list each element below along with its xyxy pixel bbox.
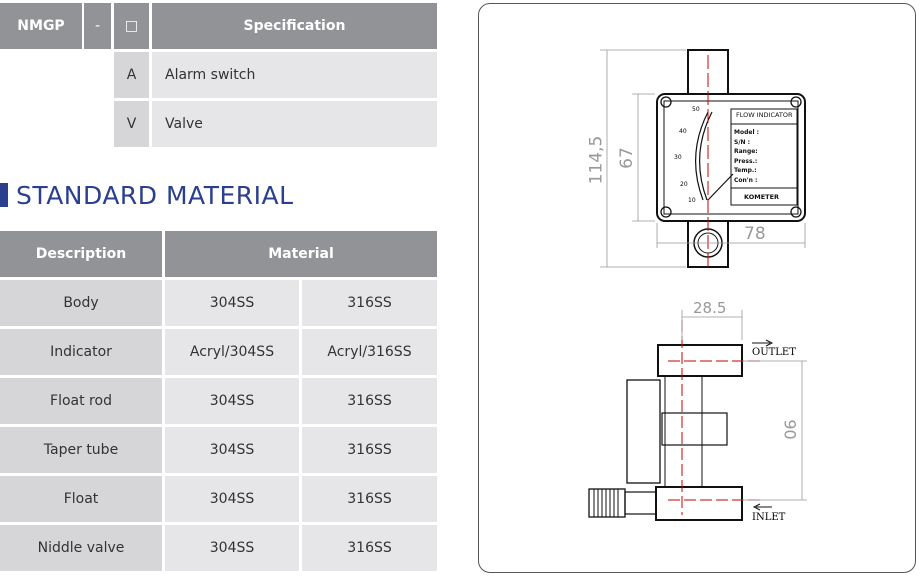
header-material: Material	[165, 231, 437, 277]
section-title-text: STANDARD MATERIAL	[16, 180, 294, 210]
header-option-box: □	[114, 3, 149, 49]
material-316-cell: 316SS	[302, 525, 437, 571]
material-row-description: Taper tube	[0, 427, 162, 473]
material-row-description: Indicator	[0, 329, 162, 375]
header-dash: -	[84, 3, 111, 49]
material-304-cell: 304SS	[165, 280, 299, 326]
header-specification: Specification	[152, 3, 437, 49]
material-304-cell: 304SS	[165, 476, 299, 522]
material-304-cell: 304SS	[165, 378, 299, 424]
title-bar	[0, 183, 8, 207]
material-row-description: Float	[0, 476, 162, 522]
section-title: STANDARD MATERIAL	[0, 180, 294, 210]
option-spec: Valve	[152, 101, 437, 147]
material-row-description: Niddle valve	[0, 525, 162, 571]
material-304-cell: 304SS	[165, 525, 299, 571]
material-316-cell: 316SS	[302, 378, 437, 424]
material-316-cell: 316SS	[302, 280, 437, 326]
option-code: V	[114, 101, 149, 147]
header-description: Description	[0, 231, 162, 277]
material-316-cell: 316SS	[302, 476, 437, 522]
option-spec: Alarm switch	[152, 52, 437, 98]
drawing-panel	[478, 3, 916, 573]
material-row-description: Float rod	[0, 378, 162, 424]
material-304-cell: Acryl/304SS	[165, 329, 299, 375]
material-row-description: Body	[0, 280, 162, 326]
material-304-cell: 304SS	[165, 427, 299, 473]
option-code: A	[114, 52, 149, 98]
material-316-cell: Acryl/316SS	[302, 329, 437, 375]
material-316-cell: 316SS	[302, 427, 437, 473]
header-model: NMGP	[0, 3, 82, 49]
